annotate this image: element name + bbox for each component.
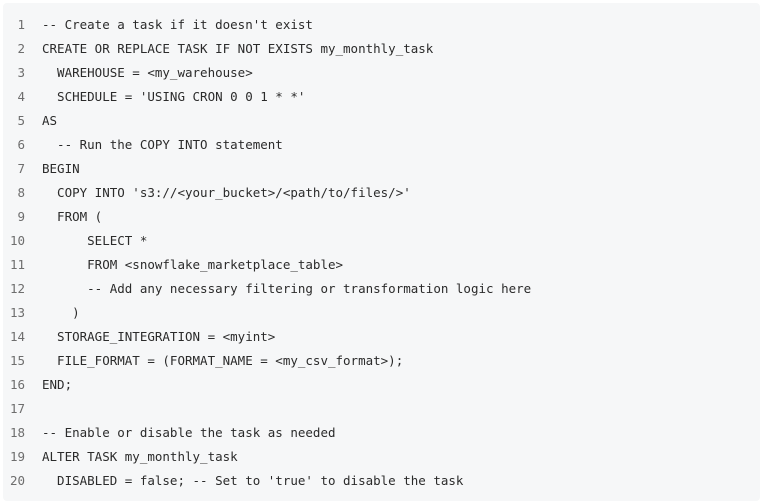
code-line-7: 7 BEGIN	[3, 156, 760, 180]
code-line-18: 18 -- Enable or disable the task as need…	[3, 420, 760, 444]
line-number: 6	[17, 136, 25, 152]
line-text: SELECT *	[42, 232, 148, 248]
line-text: FROM (	[42, 208, 103, 224]
line-number: 2	[17, 40, 25, 56]
line-text: FROM <snowflake_marketplace_table>	[42, 256, 344, 272]
line-text: SCHEDULE = 'USING CRON 0 0 1 * *'	[42, 88, 306, 104]
line-text: CREATE OR REPLACE TASK IF NOT EXISTS my_…	[42, 40, 434, 56]
line-number: 4	[17, 88, 25, 104]
line-number: 12	[9, 280, 25, 296]
line-number: 7	[17, 160, 25, 176]
line-text: -- Create a task if it doesn't exist	[42, 16, 313, 32]
line-number: 11	[9, 256, 25, 272]
line-text: DISABLED = false; -- Set to 'true' to di…	[42, 472, 464, 488]
line-text: )	[42, 304, 80, 320]
line-text: END;	[42, 376, 73, 392]
code-line-10: 10 SELECT *	[3, 228, 760, 252]
code-line-3: 3 WAREHOUSE = <my_warehouse>	[3, 60, 760, 84]
line-text: -- Add any necessary filtering or transf…	[42, 280, 532, 296]
line-text: WAREHOUSE = <my_warehouse>	[42, 64, 253, 80]
line-text: COPY INTO 's3://<your_bucket>/<path/to/f…	[42, 184, 411, 200]
code-line-11: 11 FROM <snowflake_marketplace_table>	[3, 252, 760, 276]
line-number: 9	[17, 208, 25, 224]
code-line-16: 16 END;	[3, 372, 760, 396]
line-number: 17	[9, 400, 25, 416]
line-text: FILE_FORMAT = (FORMAT_NAME = <my_csv_for…	[42, 352, 404, 368]
line-number: 13	[9, 304, 25, 320]
code-line-6: 6 -- Run the COPY INTO statement	[3, 132, 760, 156]
code-line-13: 13 )	[3, 300, 760, 324]
code-line-2: 2 CREATE OR REPLACE TASK IF NOT EXISTS m…	[3, 36, 760, 60]
line-text: -- Enable or disable the task as needed	[42, 424, 336, 440]
line-number: 18	[9, 424, 25, 440]
code-line-12: 12 -- Add any necessary filtering or tra…	[3, 276, 760, 300]
code-line-5: 5 AS	[3, 108, 760, 132]
code-line-4: 4 SCHEDULE = 'USING CRON 0 0 1 * *'	[3, 84, 760, 108]
line-text: BEGIN	[42, 160, 80, 176]
line-number: 10	[9, 232, 25, 248]
code-block: 1 -- Create a task if it doesn't exist 2…	[3, 3, 760, 501]
code-line-15: 15 FILE_FORMAT = (FORMAT_NAME = <my_csv_…	[3, 348, 760, 372]
line-number: 19	[9, 448, 25, 464]
line-number: 3	[17, 64, 25, 80]
line-number: 16	[9, 376, 25, 392]
code-line-20: 20 DISABLED = false; -- Set to 'true' to…	[3, 468, 760, 492]
code-line-14: 14 STORAGE_INTEGRATION = <myint>	[3, 324, 760, 348]
line-text: -- Run the COPY INTO statement	[42, 136, 283, 152]
line-text: AS	[42, 112, 58, 128]
line-number: 15	[9, 352, 25, 368]
line-text: ALTER TASK my_monthly_task	[42, 448, 238, 464]
code-line-19: 19 ALTER TASK my_monthly_task	[3, 444, 760, 468]
code-line-17: 17	[3, 396, 760, 420]
code-line-8: 8 COPY INTO 's3://<your_bucket>/<path/to…	[3, 180, 760, 204]
line-number: 5	[17, 112, 25, 128]
line-number: 14	[9, 328, 25, 344]
code-line-1: 1 -- Create a task if it doesn't exist	[3, 12, 760, 36]
line-number: 20	[9, 472, 25, 488]
line-text: STORAGE_INTEGRATION = <myint>	[42, 328, 276, 344]
line-number: 8	[17, 184, 25, 200]
line-number: 1	[17, 16, 25, 32]
code-line-9: 9 FROM (	[3, 204, 760, 228]
